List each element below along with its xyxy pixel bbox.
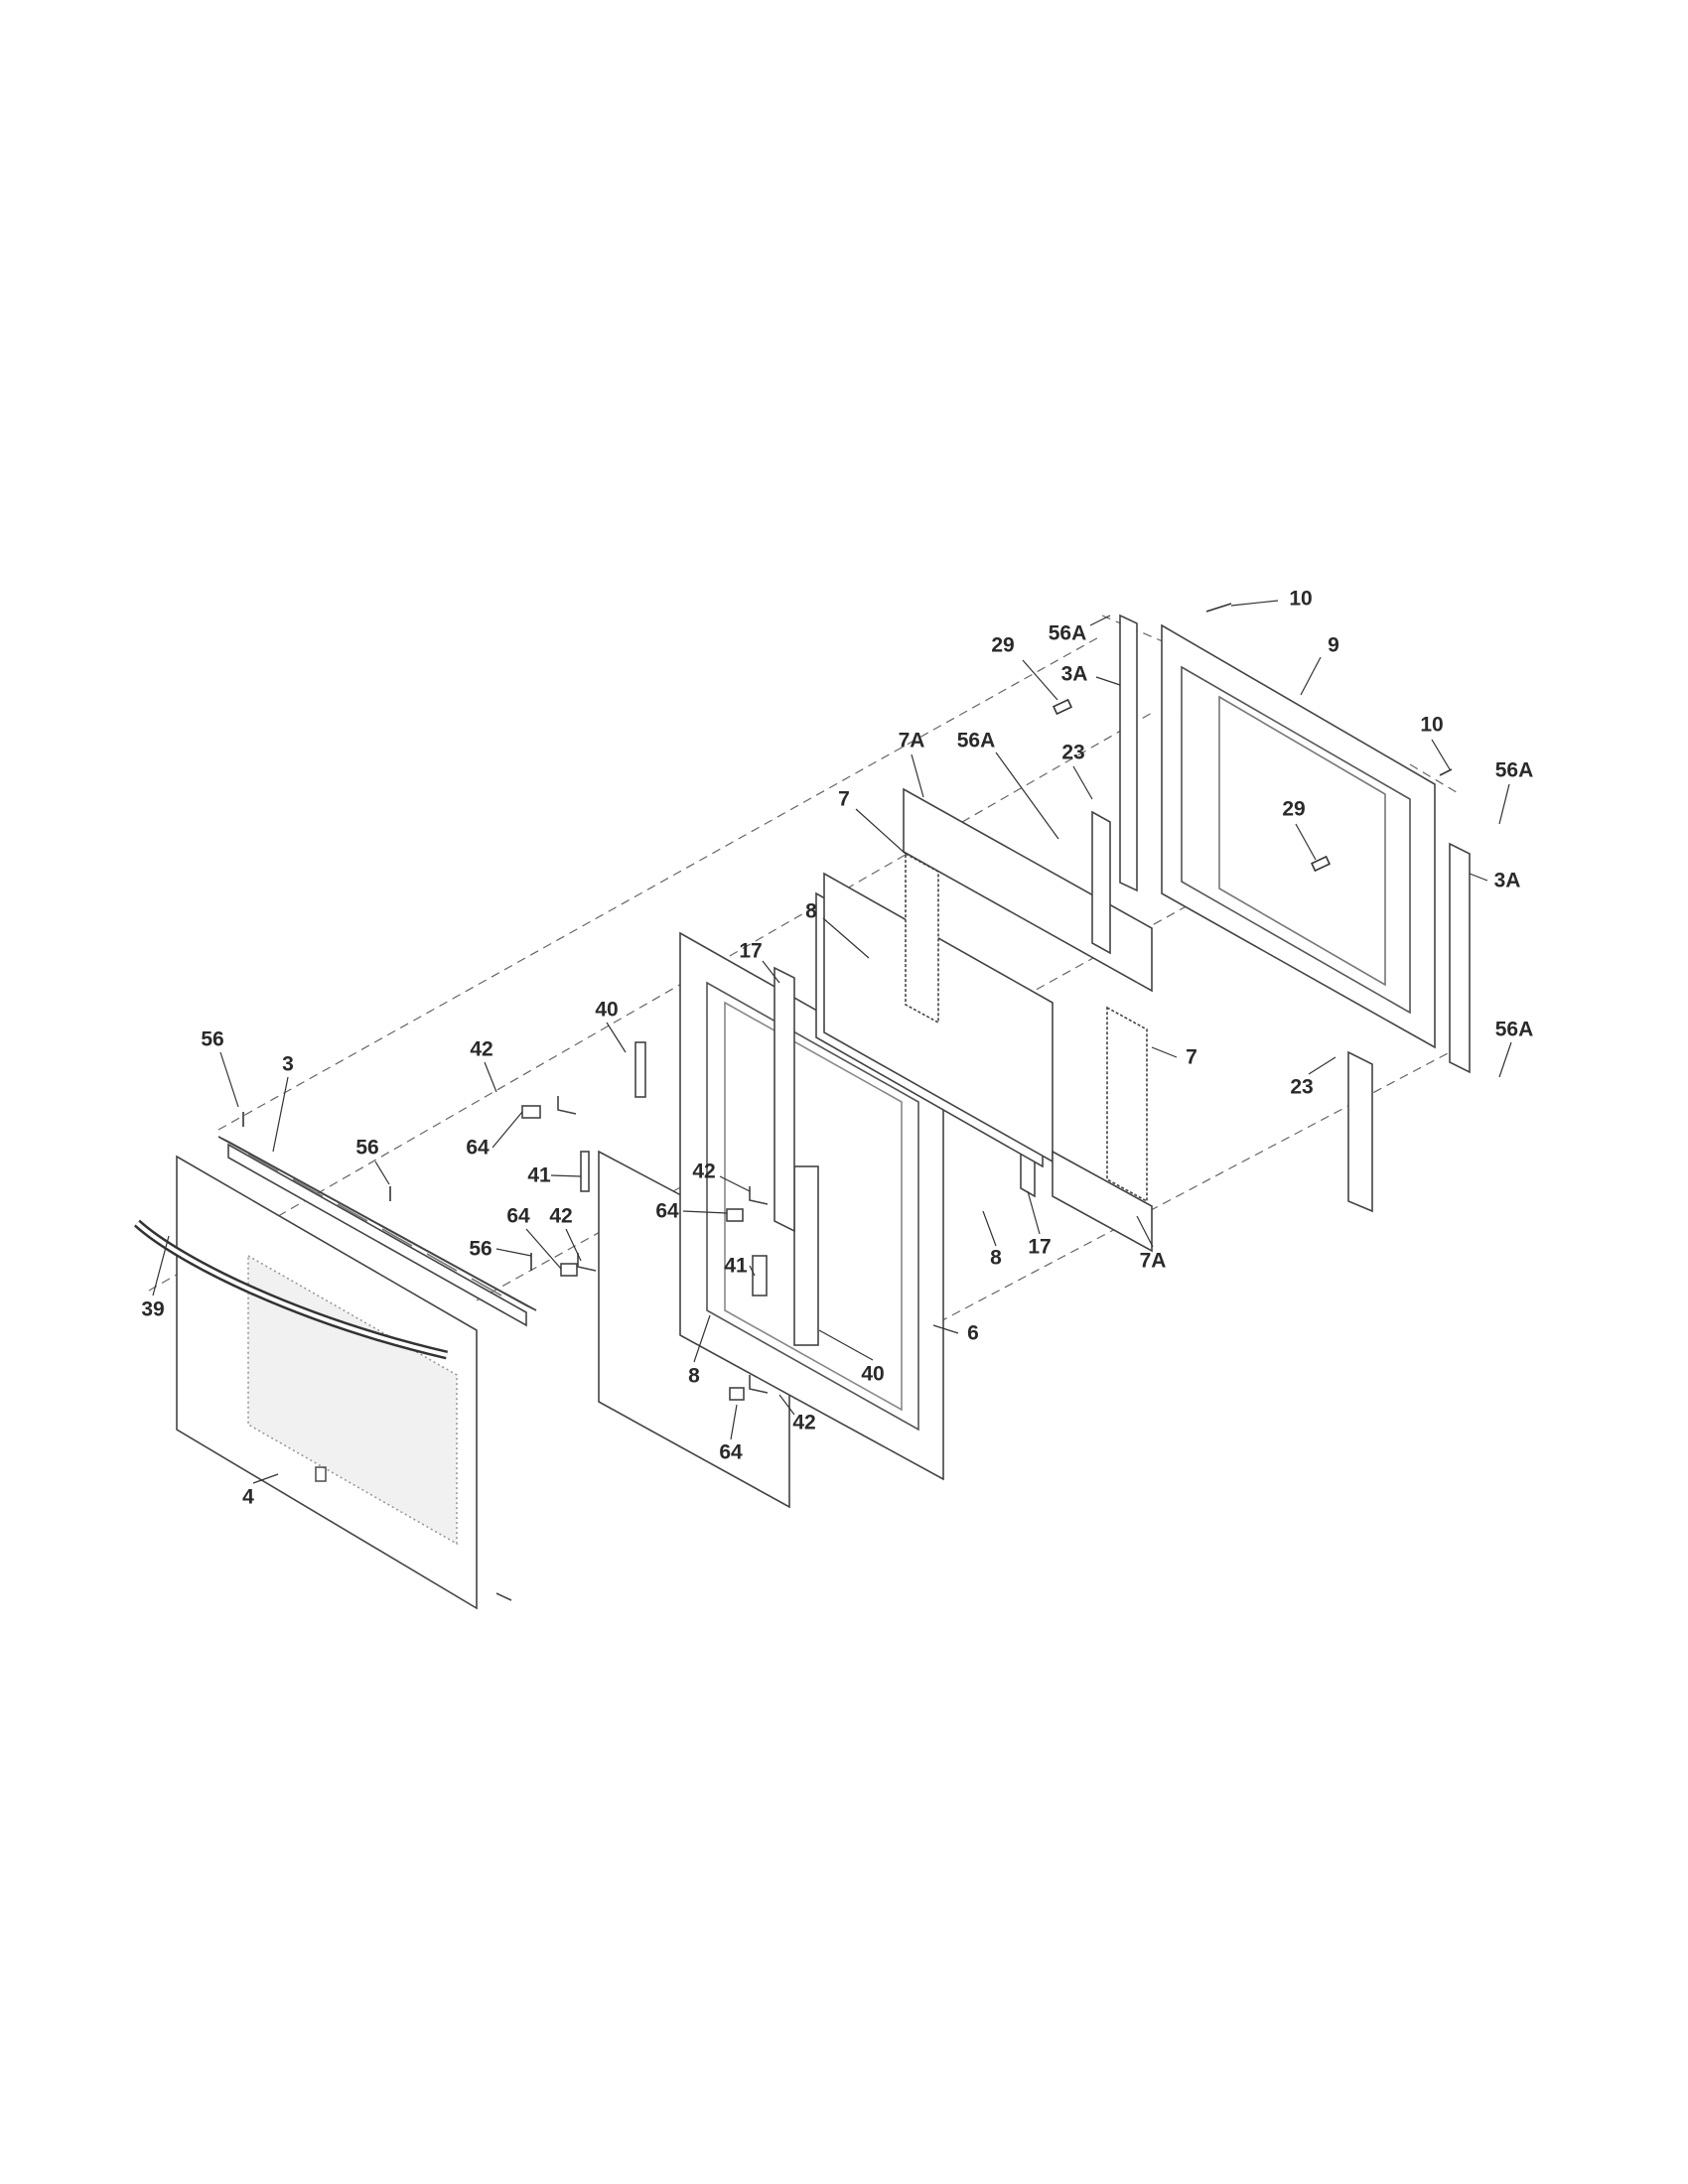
part-callout-42[interactable]: 42 xyxy=(470,1037,493,1061)
part-callout-10[interactable]: 10 xyxy=(1420,713,1444,737)
part-3A-side-trim xyxy=(1119,614,1471,1074)
part-callout-29[interactable]: 29 xyxy=(1282,797,1306,821)
part-callout-56a[interactable]: 56A xyxy=(1494,758,1534,782)
part-callout-41[interactable]: 41 xyxy=(527,1163,551,1187)
part-callout-17[interactable]: 17 xyxy=(1028,1235,1052,1259)
part-7A-insulation-strip xyxy=(903,787,1153,1253)
part-callout-40[interactable]: 40 xyxy=(861,1362,885,1386)
part-callout-64[interactable]: 64 xyxy=(655,1199,679,1223)
part-callout-17[interactable]: 17 xyxy=(739,939,763,963)
part-callout-7a[interactable]: 7A xyxy=(1139,1249,1167,1273)
part-callout-56a[interactable]: 56A xyxy=(956,729,996,752)
part-callout-56a[interactable]: 56A xyxy=(1494,1018,1534,1041)
part-callout-10[interactable]: 10 xyxy=(1289,587,1313,611)
part-callout-64[interactable]: 64 xyxy=(506,1204,530,1228)
part-callout-29[interactable]: 29 xyxy=(991,633,1015,657)
part-callout-42[interactable]: 42 xyxy=(692,1160,716,1183)
part-callout-7a[interactable]: 7A xyxy=(898,729,925,752)
part-4-outer-door-panel xyxy=(176,1155,512,1610)
part-callout-41[interactable]: 41 xyxy=(724,1254,748,1278)
part-callout-8[interactable]: 8 xyxy=(990,1246,1002,1270)
part-callout-23[interactable]: 23 xyxy=(1290,1075,1314,1099)
part-40-bracket xyxy=(634,1041,819,1346)
part-callout-7[interactable]: 7 xyxy=(1186,1045,1197,1069)
part-callout-56[interactable]: 56 xyxy=(201,1027,224,1051)
part-39-handle xyxy=(133,1219,449,1360)
part-callout-42[interactable]: 42 xyxy=(549,1204,573,1228)
part-callout-64[interactable]: 64 xyxy=(719,1440,743,1464)
part-callout-39[interactable]: 39 xyxy=(141,1297,165,1321)
part-callout-56[interactable]: 56 xyxy=(355,1136,379,1160)
small-fasteners xyxy=(242,603,1453,1271)
part-callout-56a[interactable]: 56A xyxy=(1048,621,1087,645)
part-callout-40[interactable]: 40 xyxy=(595,998,619,1022)
part-callout-8[interactable]: 8 xyxy=(805,899,817,923)
part-42-64-clips xyxy=(521,1096,769,1401)
part-callout-42[interactable]: 42 xyxy=(792,1411,816,1434)
part-callout-4[interactable]: 4 xyxy=(242,1485,254,1509)
part-callout-7[interactable]: 7 xyxy=(838,787,850,811)
part-3-top-vent-trim xyxy=(217,1136,537,1327)
part-callout-6[interactable]: 6 xyxy=(967,1321,979,1345)
part-41-spacer xyxy=(580,1151,768,1297)
part-callout-8[interactable]: 8 xyxy=(688,1364,700,1388)
part-callout-64[interactable]: 64 xyxy=(466,1136,490,1160)
part-callout-3[interactable]: 3 xyxy=(282,1052,294,1076)
part-callout-56[interactable]: 56 xyxy=(469,1237,492,1261)
part-callout-3a[interactable]: 3A xyxy=(1060,662,1088,686)
part-callout-23[interactable]: 23 xyxy=(1061,741,1085,764)
part-7-insulation xyxy=(905,852,1148,1203)
leader-lines xyxy=(152,600,1512,1484)
part-callout-3a[interactable]: 3A xyxy=(1493,869,1521,892)
part-23-hinge xyxy=(1091,810,1373,1213)
part-callout-9[interactable]: 9 xyxy=(1328,633,1339,657)
part-9-door-liner xyxy=(1161,623,1436,1049)
